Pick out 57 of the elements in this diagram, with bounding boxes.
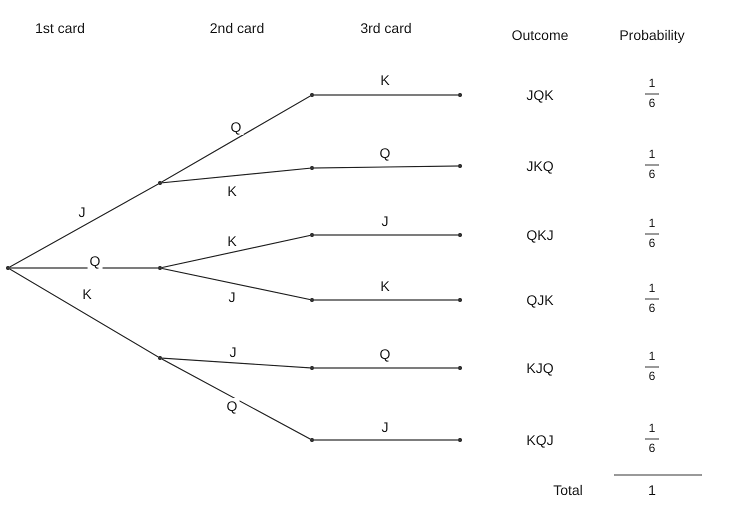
column-header: Outcome [512, 26, 568, 44]
branch-point [310, 366, 314, 370]
tree-branch-line [314, 367, 458, 369]
tree-branch-line [314, 165, 458, 169]
tree-branch-line [162, 358, 310, 368]
branch-point [310, 166, 314, 170]
branch-point [158, 356, 162, 360]
edge-label: Q [224, 398, 240, 414]
fraction-numerator: 1 [648, 422, 656, 436]
tree-branch-line [162, 268, 310, 300]
branch-point [310, 93, 314, 97]
fraction-numerator: 1 [648, 350, 656, 364]
branch-point [158, 181, 162, 185]
branch-point [458, 438, 462, 442]
fraction-denominator: 6 [648, 442, 656, 456]
fraction-numerator: 1 [648, 217, 656, 231]
fraction-denominator: 6 [648, 97, 656, 111]
tree-branch-line [314, 234, 458, 236]
column-header: 3rd card [359, 20, 413, 36]
branch-point [310, 438, 314, 442]
outcome-label: KQJ [526, 432, 554, 448]
fraction-numerator: 1 [648, 282, 656, 296]
tree-branch-line [161, 95, 311, 183]
outcome-label: QJK [526, 292, 554, 308]
column-header: Probability [619, 26, 685, 44]
branch-point [458, 93, 462, 97]
fraction-denominator: 6 [648, 168, 656, 182]
total-label: Total [553, 482, 583, 498]
tree-branch-line [314, 299, 458, 301]
branch-point [458, 164, 462, 168]
branch-point [458, 233, 462, 237]
fraction-denominator: 6 [648, 237, 656, 251]
column-header: 1st card [34, 20, 86, 36]
tree-branch-line [162, 168, 310, 184]
outcome-label: JKQ [526, 158, 554, 174]
fraction-numerator: 1 [648, 148, 656, 162]
branch-point [6, 266, 10, 270]
outcome-label: JQK [526, 86, 554, 104]
branch-point [158, 266, 162, 270]
branch-point [310, 298, 314, 302]
tree-branch-line [314, 439, 458, 441]
fraction-denominator: 6 [648, 302, 656, 316]
tree-branch-line [9, 268, 159, 358]
outcome-label: QKJ [526, 226, 554, 244]
tree-branch-line [314, 94, 458, 96]
tree-branch-line [10, 267, 158, 269]
branch-point [458, 298, 462, 302]
tree-branch-line [162, 234, 310, 268]
tree-branch-line [161, 358, 311, 440]
fraction-denominator: 6 [648, 370, 656, 384]
outcome-label: KJQ [526, 360, 554, 376]
branch-point [310, 233, 314, 237]
tree-branch-line [9, 183, 159, 268]
total-value: 1 [648, 482, 656, 498]
fraction-numerator: 1 [648, 77, 656, 91]
column-header: 2nd card [208, 20, 266, 36]
branch-point [458, 366, 462, 370]
